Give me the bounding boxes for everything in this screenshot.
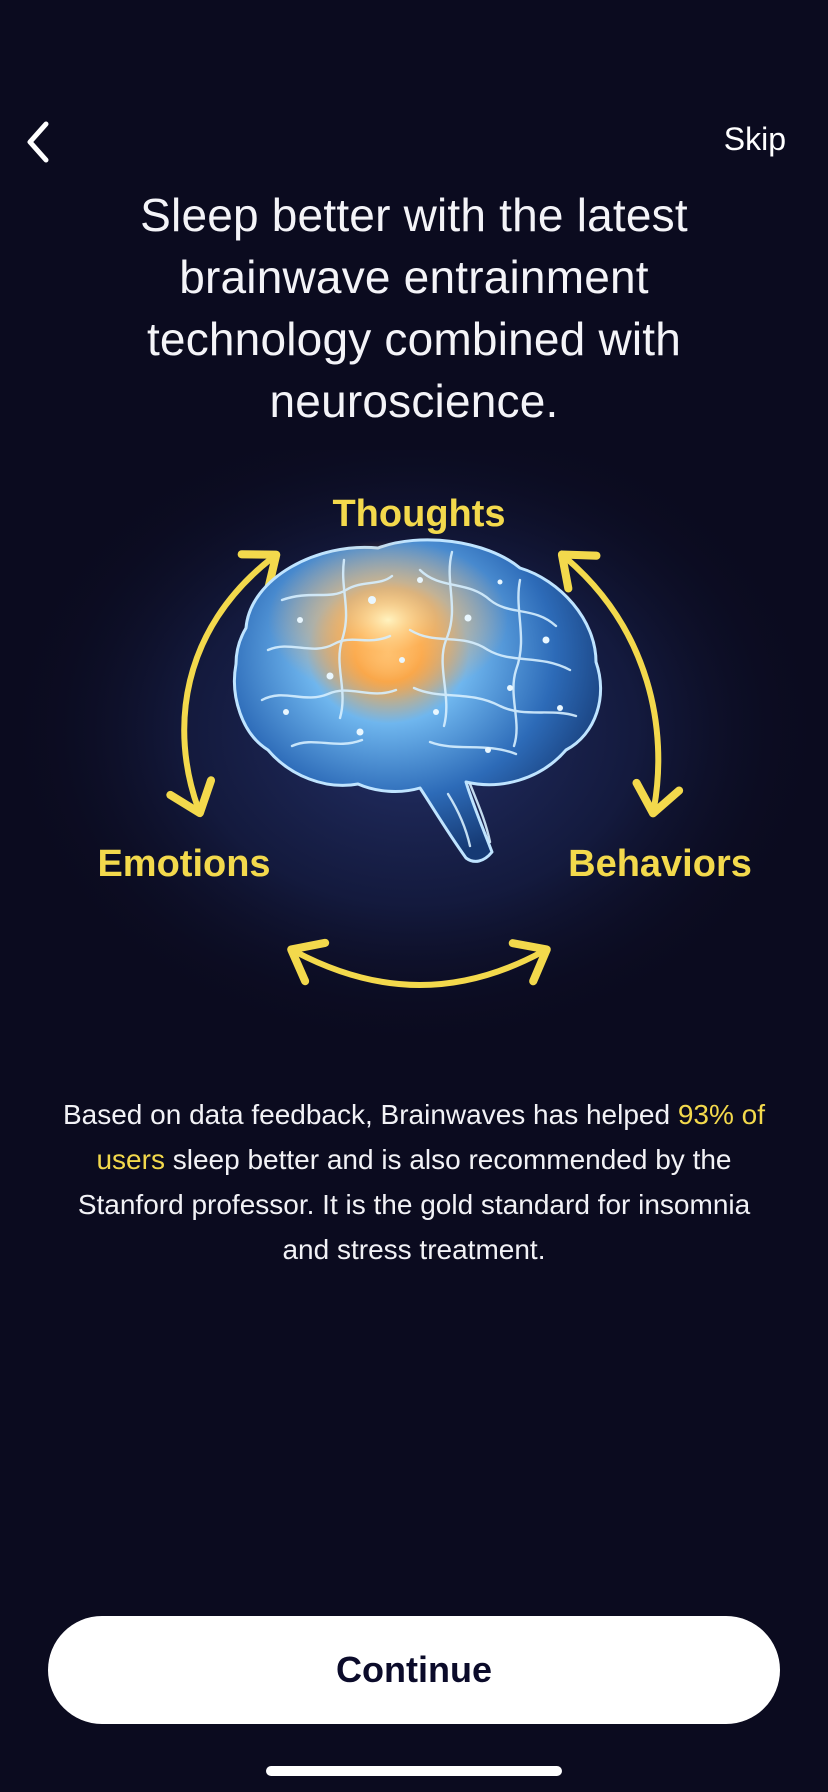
brain-illustration: Thoughts Emotions Behaviors — [4, 450, 824, 1050]
back-button[interactable] — [18, 116, 62, 168]
skip-button[interactable]: Skip — [723, 121, 786, 157]
description-part2: sleep better and is also recommended by … — [77, 1144, 751, 1265]
page-headline: Sleep better with the latest brainwave e… — [140, 189, 688, 427]
arrow-thoughts-behaviors — [557, 550, 684, 818]
label-behaviors: Behaviors — [568, 843, 752, 885]
brain-cycle-illustration: Thoughts Emotions Behaviors — [0, 450, 828, 1070]
arrow-emotions-behaviors — [287, 938, 551, 988]
description-text: Based on data feedback, Brainwaves has h… — [60, 1092, 768, 1272]
highlight-stat: 93% of users — [96, 1099, 766, 1175]
label-emotions: Emotions — [97, 843, 270, 885]
brain-image — [232, 538, 603, 863]
description-part1: Based on data feedback, Brainwaves has h… — [62, 1099, 678, 1130]
home-indicator — [266, 1766, 562, 1776]
chevron-left-icon — [27, 121, 49, 163]
continue-button[interactable]: Continue — [48, 1616, 780, 1724]
label-thoughts: Thoughts — [332, 493, 505, 535]
arrow-thoughts-emotions — [166, 550, 281, 818]
